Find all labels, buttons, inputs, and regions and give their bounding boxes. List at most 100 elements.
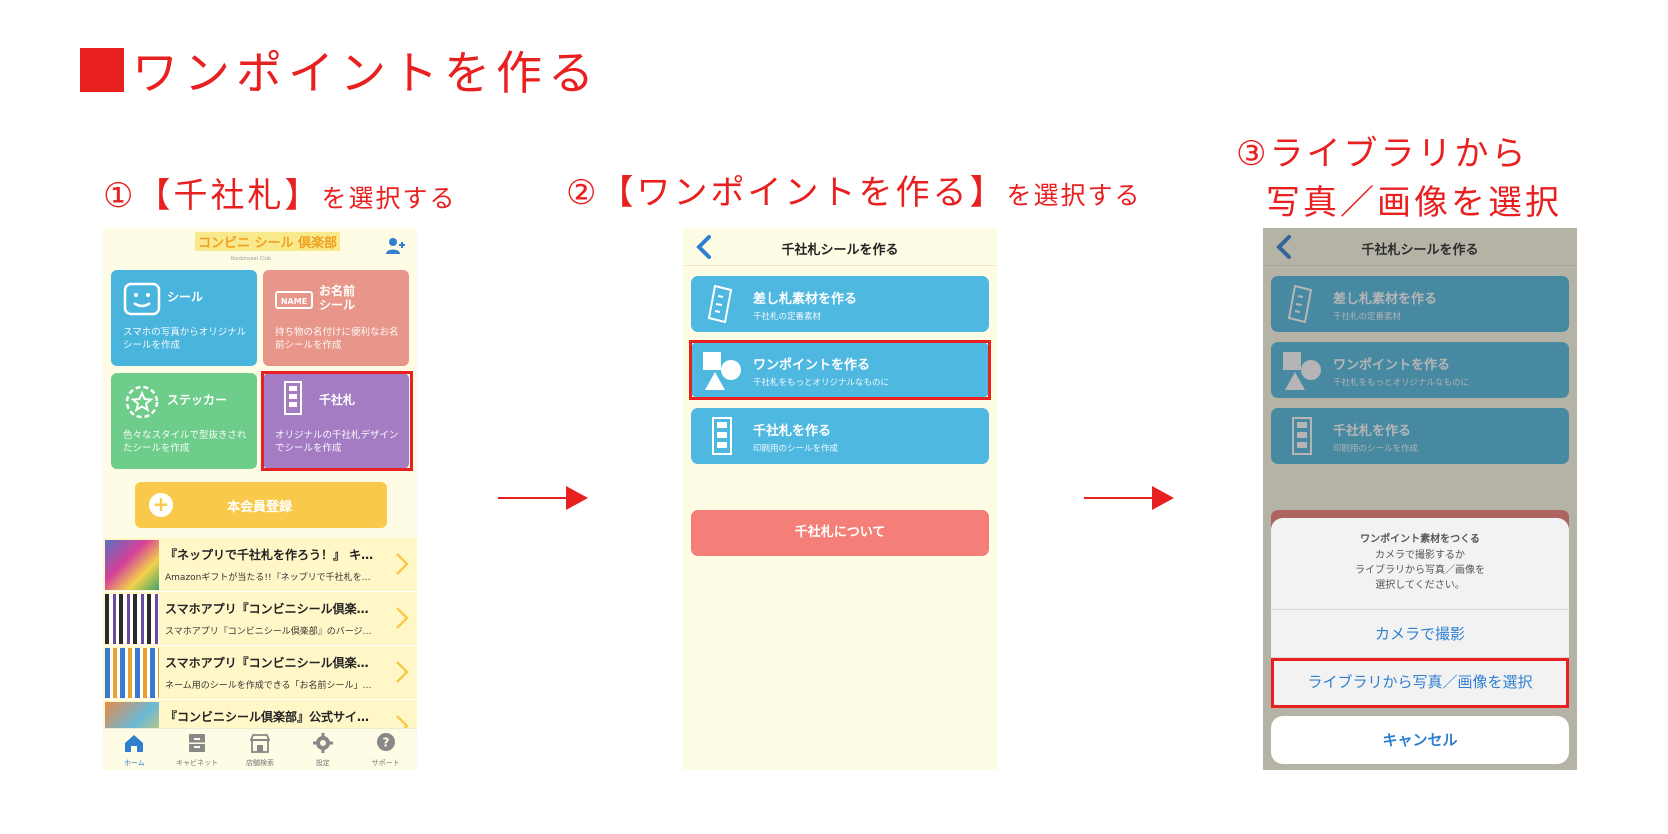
tab-home-label: ホーム bbox=[124, 759, 145, 767]
action-sheet: ワンポイント素材をつくる カメラで撮影するか ライブラリから写真／画像を 選択し… bbox=[1271, 518, 1569, 708]
step1-label: ①【千社札】を選択する bbox=[103, 168, 457, 217]
tile-sticker-title: ステッカー bbox=[167, 393, 228, 407]
menu-onepoint-button[interactable]: ワンポイントを作る 千社札をもっとオリジナルなものに bbox=[691, 342, 989, 398]
menu-sashifuda-button[interactable]: 差し札素材を作る 千社札の定番素材 bbox=[691, 276, 989, 332]
nav-title: 千社札シールを作る bbox=[781, 243, 899, 258]
menu-onepoint-sub: 千社札をもっとオリジナルなものに bbox=[1333, 378, 1470, 388]
step2-main: 【ワンポイントを作る】 bbox=[599, 173, 1007, 213]
tab-cabinet-label: キャビネット bbox=[176, 759, 219, 767]
tab-cabinet[interactable]: キャビネット bbox=[166, 729, 229, 770]
action-sheet-title: ワンポイント素材をつくる bbox=[1360, 534, 1480, 545]
svg-text:NAME: NAME bbox=[281, 297, 307, 306]
menu-sashifuda-button: 差し札素材を作る 千社札の定番素材 bbox=[1271, 276, 1569, 332]
menu-senja-button[interactable]: 千社札を作る 印刷用のシールを作成 bbox=[691, 408, 989, 464]
store-icon bbox=[249, 734, 271, 753]
step-arrow-1 bbox=[498, 486, 588, 510]
news-item[interactable]: 『ネップリで千社札を作ろう！』 キ… Amazonギフトが当たる!!『ネップリで… bbox=[103, 538, 417, 592]
highlight-onepoint-button bbox=[689, 340, 991, 400]
home-header: コンビニ シール 倶楽部 Konbinseal Club bbox=[103, 228, 417, 266]
back-chevron-icon[interactable] bbox=[1275, 234, 1293, 260]
action-sheet-message: カメラで撮影するか ライブラリから写真／画像を 選択してください。 bbox=[1271, 548, 1569, 593]
plus-icon: + bbox=[149, 493, 173, 517]
menu-senja-button: 千社札を作る 印刷用のシールを作成 bbox=[1271, 408, 1569, 464]
tile-name-title: お名前 シール bbox=[319, 284, 356, 312]
help-icon: ? bbox=[376, 733, 395, 751]
sashifuda-icon bbox=[707, 284, 733, 324]
tab-settings[interactable]: 設定 bbox=[291, 729, 354, 770]
register-button[interactable]: + 本会員登録 bbox=[135, 482, 387, 528]
news-title: スマホアプリ『コンビニシール倶楽… bbox=[165, 656, 369, 670]
nav-title: 千社札シールを作る bbox=[1361, 243, 1479, 258]
step-arrow-2 bbox=[1084, 486, 1174, 510]
news-item[interactable]: スマホアプリ『コンビニシール倶楽… スマホアプリ『コンビニシール倶楽部』のバージ… bbox=[103, 592, 417, 646]
nav-bar: 千社札シールを作る bbox=[683, 228, 997, 266]
name-tag-icon: NAME bbox=[275, 291, 313, 309]
action-sheet-message-line: カメラで撮影するか bbox=[1375, 550, 1465, 561]
about-senja-button[interactable]: 千社札について bbox=[691, 510, 989, 556]
title-square-icon bbox=[80, 48, 124, 92]
news-list: 『ネップリで千社札を作ろう！』 キ… Amazonギフトが当たる!!『ネップリで… bbox=[103, 538, 417, 754]
step2-number: ② bbox=[566, 173, 600, 213]
tile-senja-fuda[interactable]: 千社札 オリジナルの千社札デザインでシールを作成 bbox=[263, 373, 409, 469]
user-add-icon[interactable] bbox=[385, 236, 405, 256]
chevron-right-icon bbox=[396, 661, 409, 683]
menu-sashifuda-sub: 千社札の定番素材 bbox=[1333, 312, 1402, 322]
action-sheet-message-line: 選択してください。 bbox=[1375, 580, 1465, 591]
step1-number: ① bbox=[103, 176, 137, 216]
back-chevron-icon[interactable] bbox=[695, 234, 713, 260]
tab-home[interactable]: ホーム bbox=[103, 729, 166, 770]
star-sticker-icon bbox=[125, 385, 159, 419]
tile-seal-desc: スマホの写真からオリジナルシールを作成 bbox=[123, 327, 247, 351]
menu-senja-sub: 印刷用のシールを作成 bbox=[1333, 444, 1419, 454]
news-title: スマホアプリ『コンビニシール倶楽… bbox=[165, 602, 369, 616]
shapes-icon bbox=[1283, 352, 1321, 390]
step1-main: 【千社札】 bbox=[136, 176, 322, 216]
senja-menu-screen: 千社札シールを作る 差し札素材を作る 千社札の定番素材 ワンポイントを作る 千社… bbox=[683, 228, 997, 770]
step3-label-line1: ③ライブラリから bbox=[1236, 134, 1529, 174]
tile-seal[interactable]: シール スマホの写真からオリジナルシールを作成 bbox=[111, 270, 257, 366]
menu-sashifuda-title: 差し札素材を作る bbox=[753, 292, 858, 307]
tab-store-label: 店舗検索 bbox=[245, 759, 274, 767]
tile-sticker[interactable]: ステッカー 色々なスタイルで型抜きされたシールを作成 bbox=[111, 373, 257, 469]
cancel-button[interactable]: キャンセル bbox=[1271, 716, 1569, 764]
menu-senja-title: 千社札を作る bbox=[753, 424, 832, 439]
news-item[interactable]: スマホアプリ『コンビニシール倶楽… ネーム用のシールを作成できる「お名前シール」… bbox=[103, 646, 417, 700]
menu-senja-sub: 印刷用のシールを作成 bbox=[753, 444, 839, 454]
menu-onepoint-title: ワンポイントを作る bbox=[1333, 358, 1451, 373]
page-title-text: ワンポイントを作る bbox=[132, 46, 600, 100]
home-icon bbox=[125, 735, 144, 752]
step2-suffix: を選択する bbox=[1006, 181, 1142, 210]
news-title: 『ネップリで千社札を作ろう！』 キ… bbox=[165, 548, 374, 562]
home-screen: コンビニ シール 倶楽部 Konbinseal Club シール スマホの写真か… bbox=[103, 228, 417, 770]
library-select-option[interactable]: ライブラリから写真／画像を選択 bbox=[1307, 673, 1533, 691]
senja-fuda-icon bbox=[284, 381, 302, 415]
tile-sticker-desc: 色々なスタイルで型抜きされたシールを作成 bbox=[123, 430, 247, 454]
news-subtitle: ネーム用のシールを作成できる「お名前シール」… bbox=[165, 681, 372, 691]
step1-suffix: を選択する bbox=[321, 184, 457, 213]
tab-store-search[interactable]: 店舗検索 bbox=[229, 729, 292, 770]
camera-capture-option[interactable]: カメラで撮影 bbox=[1271, 610, 1569, 658]
tile-senja-desc: オリジナルの千社札デザインでシールを作成 bbox=[275, 430, 399, 454]
tile-name-seal[interactable]: NAME お名前 シール 持ち物の名付けに便利なお名前シールを作成 bbox=[263, 270, 409, 366]
shapes-icon bbox=[703, 352, 741, 390]
tile-senja-title: 千社札 bbox=[319, 393, 356, 407]
svg-text:?: ? bbox=[382, 736, 389, 750]
tab-support[interactable]: ? サポート bbox=[354, 729, 417, 770]
highlight-senja-tile bbox=[261, 371, 413, 471]
news-subtitle: スマホアプリ『コンビニシール倶楽部』のバージ… bbox=[165, 627, 372, 637]
chevron-right-icon bbox=[396, 553, 409, 575]
menu-sashifuda-title: 差し札素材を作る bbox=[1333, 292, 1438, 307]
highlight-library-option bbox=[1271, 658, 1569, 708]
menu-sashifuda-sub: 千社札の定番素材 bbox=[753, 312, 822, 322]
action-sheet-message-line: ライブラリから写真／画像を bbox=[1355, 565, 1485, 576]
chevron-right-icon bbox=[396, 607, 409, 629]
tab-settings-label: 設定 bbox=[315, 759, 330, 767]
register-button-label: 本会員登録 bbox=[227, 500, 293, 515]
nav-bar: 千社札シールを作る bbox=[1263, 228, 1577, 266]
tile-seal-title: シール bbox=[167, 290, 204, 304]
tab-bar: ホーム キャビネット 店舗検索 設定 ? サポート bbox=[103, 728, 417, 770]
menu-onepoint-sub: 千社札をもっとオリジナルなものに bbox=[753, 378, 890, 388]
sashifuda-icon bbox=[1287, 284, 1313, 324]
menu-onepoint-button: ワンポイントを作る 千社札をもっとオリジナルなものに bbox=[1271, 342, 1569, 398]
news-thumbnail bbox=[105, 540, 159, 590]
